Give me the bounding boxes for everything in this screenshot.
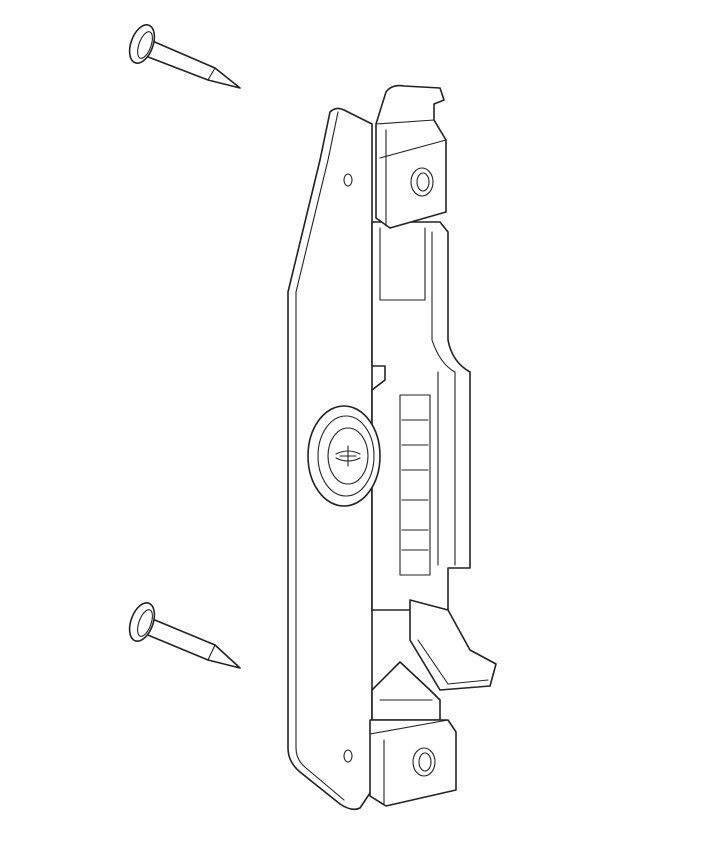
bottom-tab bbox=[369, 719, 457, 807]
nail-bottom bbox=[128, 602, 241, 669]
latch-body bbox=[371, 221, 471, 611]
latch-catch bbox=[371, 599, 497, 721]
top-tab bbox=[375, 84, 447, 229]
nail-top bbox=[128, 24, 241, 89]
mounting-screw bbox=[307, 405, 381, 507]
